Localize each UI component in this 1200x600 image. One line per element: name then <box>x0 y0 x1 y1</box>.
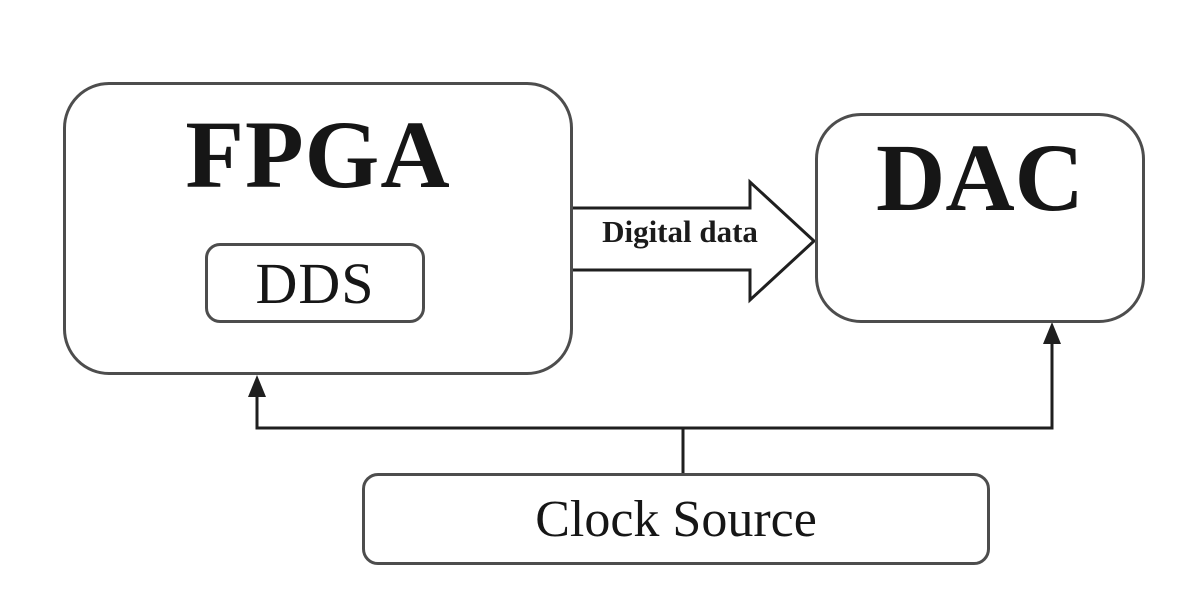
dac-label: DAC <box>876 124 1084 231</box>
arrowhead-to-dac <box>1043 322 1061 344</box>
dds-block: DDS <box>205 243 425 323</box>
dds-label: DDS <box>255 250 375 316</box>
digital-data-arrow-label: Digital data <box>602 214 758 249</box>
clock-source-block: Clock Source <box>362 473 990 565</box>
fpga-block: FPGA DDS <box>63 82 573 375</box>
arrowhead-to-fpga <box>248 375 266 397</box>
clock-source-label: Clock Source <box>535 490 817 548</box>
dac-block: DAC <box>815 113 1145 323</box>
clock-distribution-line <box>255 340 1054 430</box>
fpga-label: FPGA <box>185 101 451 208</box>
digital-data-block-arrow <box>573 178 817 304</box>
